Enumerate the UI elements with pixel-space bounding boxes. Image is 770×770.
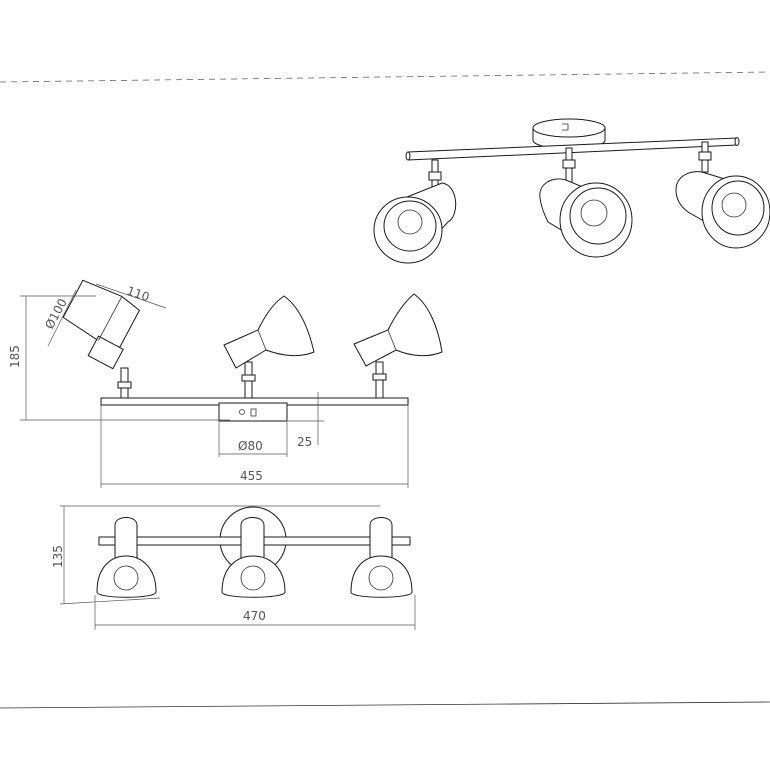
side-spot-middle: [223, 295, 315, 399]
side-spot-right: [353, 293, 443, 399]
dim-line-d100: [47, 289, 77, 347]
front-view: 135 470: [51, 505, 416, 630]
dim-label-base-diameter: Ø80: [238, 439, 263, 453]
dim-label-depth: 135: [51, 545, 65, 568]
dim-line-110: [95, 283, 167, 309]
side-view: 110 Ø100 185 25 Ø80 455: [8, 279, 443, 488]
side-spot-left: [62, 279, 141, 399]
dim-label-base-height: 25: [297, 435, 312, 449]
spot-left: [373, 159, 457, 264]
dim-label-bar-length: 455: [240, 469, 263, 483]
dim-label-total-width: 470: [243, 609, 266, 623]
dim-label-height: 185: [8, 345, 22, 368]
perspective-view: [373, 118, 770, 264]
spot-middle: [539, 147, 633, 258]
spot-right: [675, 141, 770, 249]
side-canopy: [218, 402, 288, 422]
frame-bottom-line: [0, 701, 770, 709]
dim-label-shade-length: 110: [125, 284, 151, 305]
front-spot-right: [350, 517, 413, 598]
front-spot-middle: [221, 517, 286, 598]
front-spot-left: [96, 517, 157, 598]
frame-top-line: [0, 71, 770, 83]
